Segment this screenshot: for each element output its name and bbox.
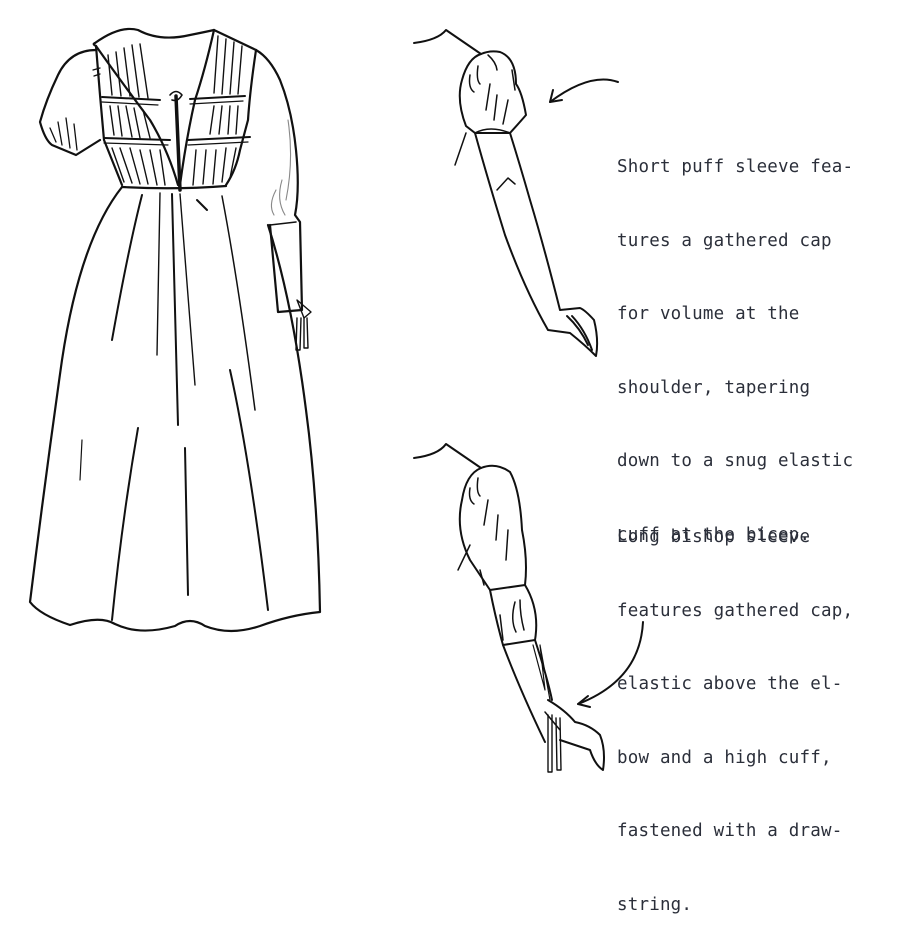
caption-line: Short puff sleeve fea-	[617, 157, 854, 177]
caption-line: tures a gathered cap	[617, 230, 832, 251]
caption-line: fastened with a draw-	[617, 821, 843, 841]
caption-line: Long bishop sleeve	[617, 527, 811, 547]
arrow-to-short-sleeve-icon	[549, 78, 619, 103]
caption-line: string.	[617, 894, 693, 915]
caption-line: features gathered cap,	[617, 600, 854, 621]
callout-arrows	[549, 78, 644, 708]
caption-line: for volume at the	[617, 304, 800, 324]
caption-line: cuff at the bicep.	[617, 524, 811, 545]
long-bishop-sleeve-drawing	[413, 443, 605, 773]
arrow-to-bishop-sleeve-icon	[577, 621, 644, 705]
caption-line: down to a snug elastic	[617, 451, 854, 471]
dress-drawing	[28, 27, 322, 633]
short-puff-sleeve-drawing	[413, 29, 599, 357]
short-puff-sleeve-caption: Short puff sleeve fea- tures a gathered …	[617, 106, 853, 572]
caption-line: shoulder, tapering	[617, 377, 811, 398]
dress-illustration	[28, 27, 644, 773]
caption-line: bow and a high cuff,	[617, 747, 832, 768]
caption-line: elastic above the el-	[617, 674, 843, 694]
long-bishop-sleeve-caption: Long bishop sleeve features gathered cap…	[617, 476, 853, 942]
